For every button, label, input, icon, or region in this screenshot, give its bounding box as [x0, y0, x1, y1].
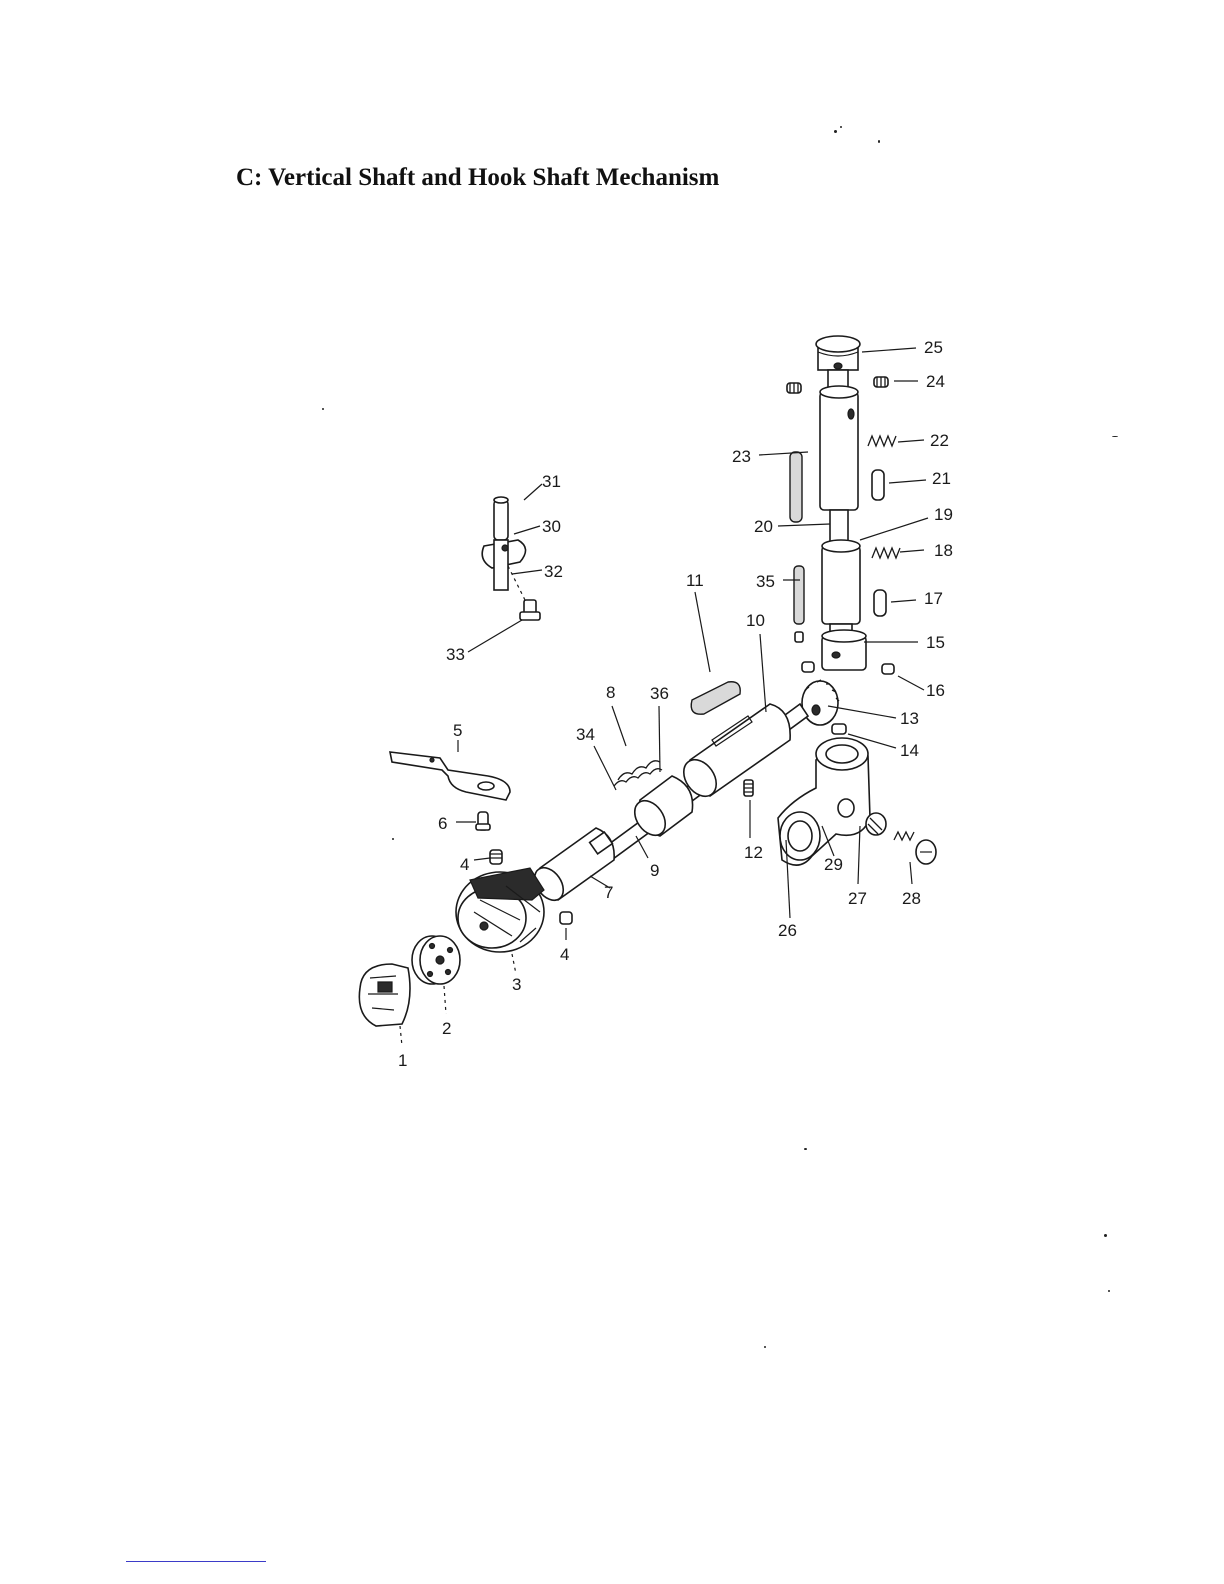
part-5-bracket	[390, 752, 510, 800]
callout-23: 23	[732, 447, 751, 466]
callout-15: 15	[926, 633, 945, 652]
part-4-screw-lower	[560, 912, 572, 924]
callout-5: 5	[453, 721, 462, 740]
part-10-shaft-bushing	[677, 704, 790, 802]
callout-4-upper: 4	[460, 855, 469, 874]
callout-4-lower: 4	[560, 945, 569, 964]
callout-20: 20	[754, 517, 773, 536]
callout-24: 24	[926, 372, 945, 391]
callout-13: 13	[900, 709, 919, 728]
part-15-collar	[822, 624, 866, 670]
callout-30: 30	[542, 517, 561, 536]
scan-speck	[764, 1346, 766, 1348]
part-12-screw	[744, 780, 753, 796]
part-31-pin	[494, 497, 508, 540]
callout-labels: 1 2 3 4 4 5 6 7 8 9 10 11 12 13 14 15 16…	[398, 338, 953, 1070]
callout-35: 35	[756, 572, 775, 591]
part-22-spring	[868, 436, 896, 446]
part-17-key	[874, 590, 886, 616]
callout-27: 27	[848, 889, 867, 908]
callout-7: 7	[604, 883, 613, 902]
part-27-screw	[866, 813, 886, 835]
part-35-small-screw	[795, 632, 803, 642]
part-11-key	[691, 682, 740, 714]
part-30-clamp	[482, 540, 525, 590]
part-13-small-screw	[802, 662, 814, 672]
part-lower-tube	[822, 540, 860, 624]
callout-32: 32	[544, 562, 563, 581]
callout-16: 16	[926, 681, 945, 700]
callout-36: 36	[650, 684, 669, 703]
scan-speck	[878, 140, 880, 143]
footer-rule	[126, 1561, 266, 1562]
part-1-bobbin-case	[359, 964, 410, 1026]
callout-17: 17	[924, 589, 943, 608]
part-35-pin	[794, 566, 804, 624]
part-16-screw	[882, 664, 894, 674]
callout-12: 12	[744, 843, 763, 862]
callout-28: 28	[902, 889, 921, 908]
callout-6: 6	[438, 814, 447, 833]
part-29-shaft-bracket	[778, 738, 870, 865]
callout-19: 19	[934, 505, 953, 524]
part-18-spring	[872, 548, 900, 558]
part-8-spring	[614, 761, 662, 786]
part-7-hook-drive	[529, 828, 614, 906]
scan-speck	[840, 126, 842, 128]
callout-10: 10	[746, 611, 765, 630]
scan-speck	[804, 1148, 807, 1150]
callout-2: 2	[442, 1019, 451, 1038]
scan-speck	[1112, 436, 1118, 437]
part-13-bevel-gear	[802, 680, 839, 725]
callout-26: 26	[778, 921, 797, 940]
scan-speck	[322, 408, 324, 410]
part-14-screw	[832, 724, 846, 734]
callout-33: 33	[446, 645, 465, 664]
part-3-rotary-hook	[456, 868, 544, 952]
callout-25: 25	[924, 338, 943, 357]
callout-8: 8	[606, 683, 615, 702]
callout-3: 3	[512, 975, 521, 994]
scan-speck	[834, 130, 837, 133]
scan-speck	[392, 838, 394, 840]
callout-31: 31	[542, 472, 561, 491]
vertical-shaft-assembly	[787, 336, 900, 674]
part-19-upper-tube	[820, 386, 858, 510]
part-23-pin	[790, 452, 802, 522]
callout-14: 14	[900, 741, 919, 760]
part-6-screw	[476, 812, 490, 830]
part-33-screw	[520, 600, 540, 620]
callout-34: 34	[576, 725, 595, 744]
callout-9: 9	[650, 861, 659, 880]
callout-18: 18	[934, 541, 953, 560]
callout-11: 11	[686, 571, 704, 590]
scan-speck	[1108, 1290, 1110, 1292]
callout-1: 1	[398, 1051, 407, 1070]
part-4-screw-upper	[490, 850, 502, 864]
callout-29: 29	[824, 855, 843, 874]
scan-speck	[1104, 1234, 1107, 1237]
part-25-upper-gear	[816, 336, 860, 392]
callout-21: 21	[932, 469, 951, 488]
callout-22: 22	[930, 431, 949, 450]
part-21-key	[872, 470, 884, 500]
part-2-bobbin	[412, 936, 460, 984]
part-28-screw	[894, 832, 936, 864]
